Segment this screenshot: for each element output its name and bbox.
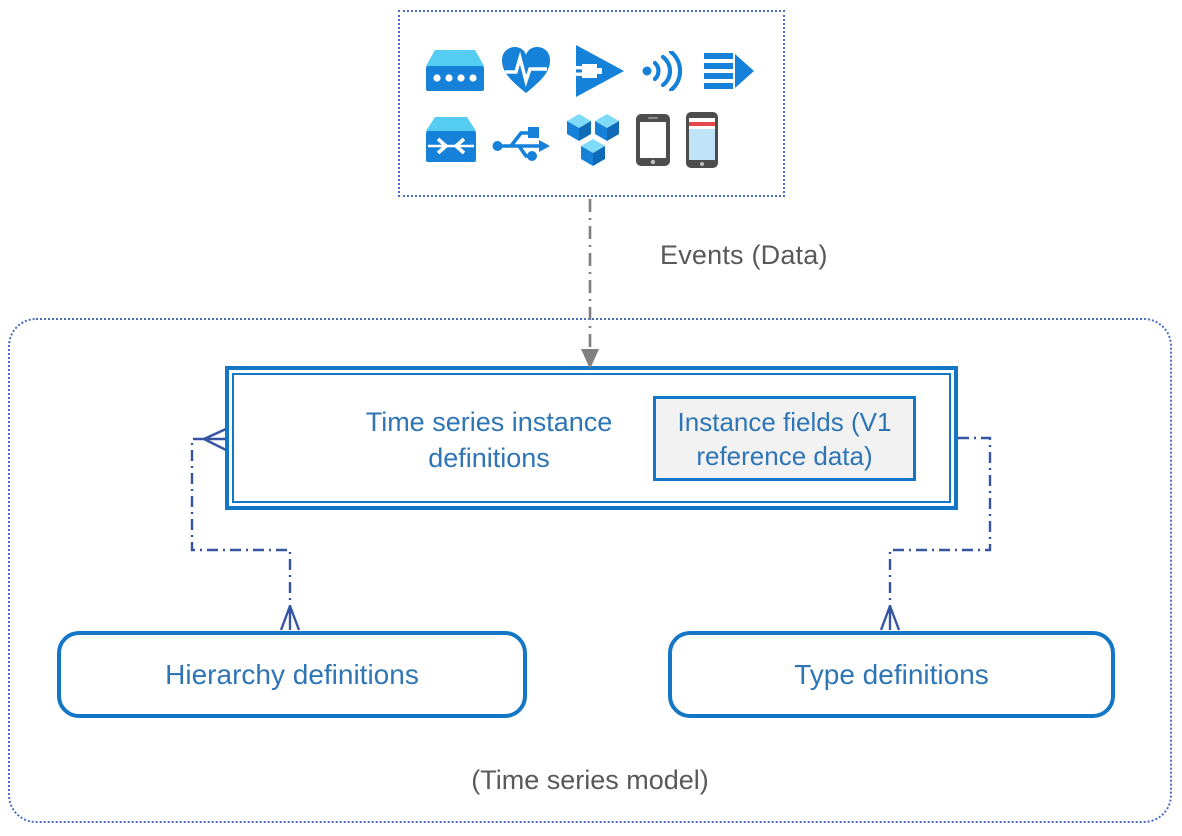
devices-row-1 [426,44,783,98]
events-data-label: Events (Data) [660,240,828,270]
hierarchy-definitions-box: Hierarchy definitions [57,631,527,718]
power-connector-icon [568,44,626,98]
devices-row-2 [426,111,783,168]
gateway-device-icon [426,49,484,93]
instance-fields-box: Instance fields (V1 reference data) [653,396,916,481]
vm-cubes-icon [566,113,620,167]
network-switch-icon [426,116,476,163]
tablet-icon [686,111,718,168]
usb-icon [492,119,550,161]
type-definitions-box: Type definitions [668,631,1115,718]
signal-waves-icon [642,50,688,91]
time-series-instance-box: Time series instance definitions Instanc… [225,366,958,510]
heartbeat-monitor-icon [500,46,552,95]
smartphone-icon [636,113,670,166]
devices-panel [398,10,785,197]
instance-box-title: Time series instance definitions [365,407,613,473]
data-stream-icon [704,52,754,90]
time-series-model-label: (Time series model) [471,765,709,795]
